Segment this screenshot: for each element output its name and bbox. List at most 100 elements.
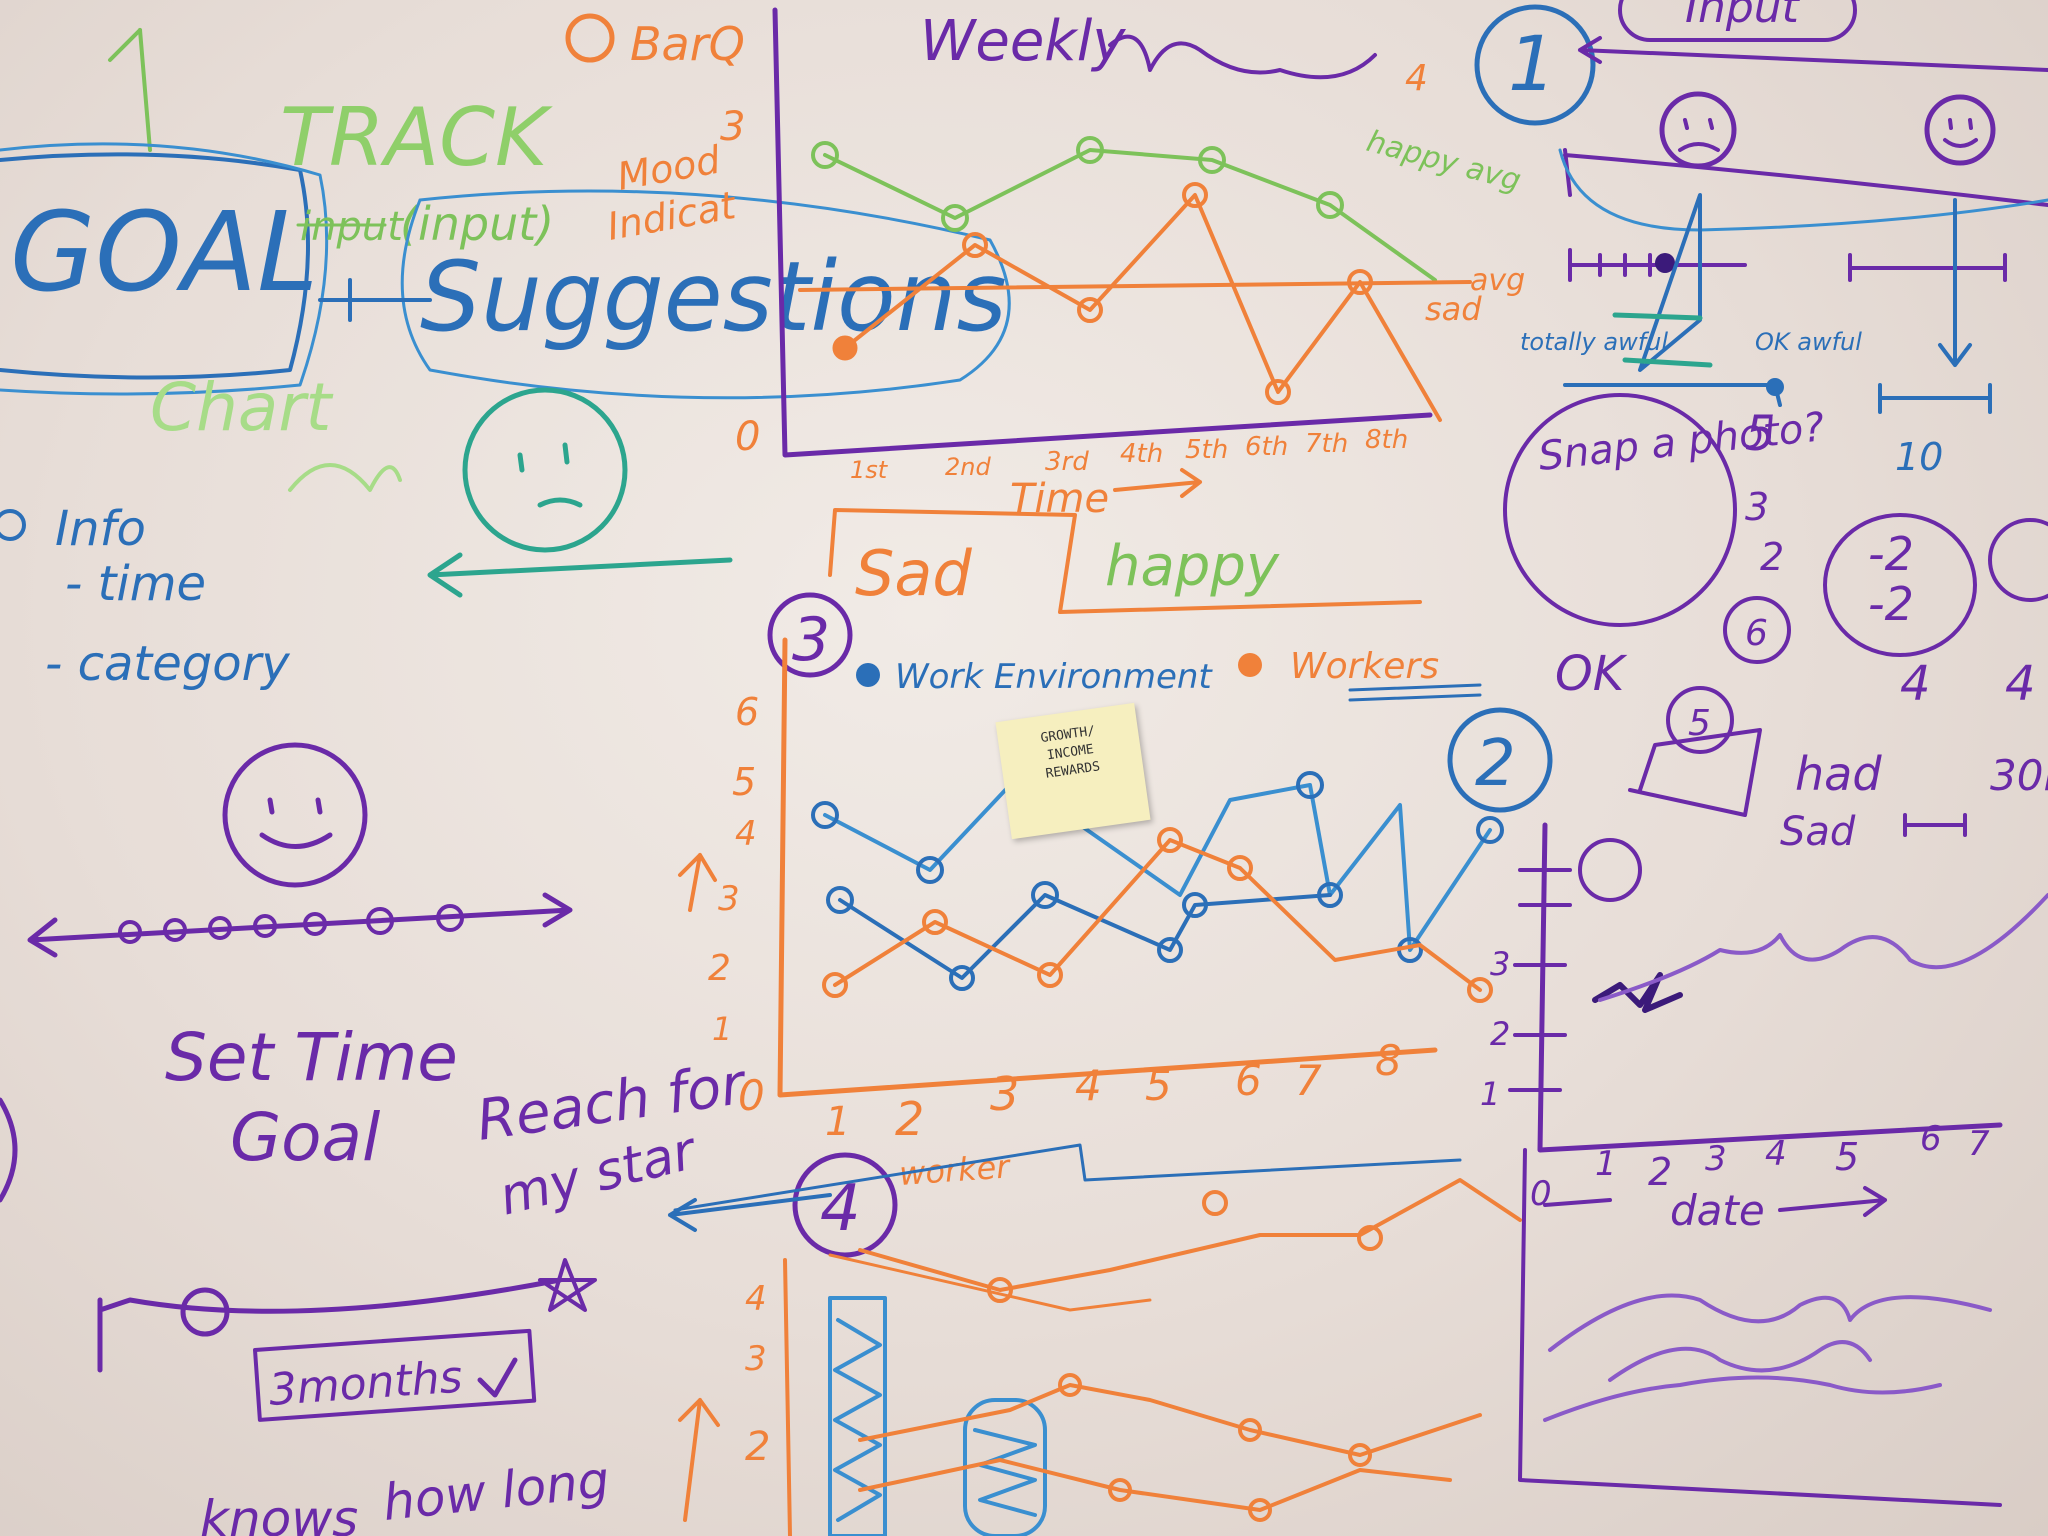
blue-point: [1182, 892, 1208, 918]
step2-marker-circle: [1447, 707, 1553, 813]
chart3-axes: [777, 637, 1438, 1098]
check-icon: [477, 1357, 518, 1398]
x-tick: 1: [825, 1099, 850, 1145]
range-bar: [1878, 383, 1992, 414]
snap-label: Snap a photo?: [1536, 404, 1826, 480]
x-tick: 7: [1295, 1056, 1322, 1105]
x-tick: 8: [1375, 1036, 1402, 1085]
had-label: had: [1795, 747, 1882, 801]
info-label: Info: [55, 501, 146, 557]
green-scribble: [288, 463, 402, 492]
green-series-point: [941, 204, 969, 232]
mood-tabs: Sad happy: [828, 508, 1422, 614]
y-tick: 2: [745, 1424, 770, 1470]
orange-series-point: [962, 232, 988, 258]
snap-bubble: [1503, 393, 1737, 627]
orange-point: [1238, 1418, 1262, 1442]
y-tick: 2: [1490, 1015, 1510, 1053]
happy-face-circle: [1924, 94, 1996, 166]
num-neg2a: -2: [1868, 527, 1914, 581]
mood-outline: [1558, 148, 2048, 232]
mood-scale: [27, 742, 573, 958]
x-tick: 6th: [1245, 432, 1288, 462]
blue-point: [1031, 881, 1059, 909]
time-arrow: [1113, 468, 1202, 498]
green-flag-stroke: [138, 28, 152, 152]
y-tick: 3: [745, 1339, 767, 1379]
goal-bubble-outer: [0, 142, 329, 396]
blue-point: [1296, 771, 1324, 799]
star-icon: [538, 1258, 597, 1312]
neg-bubble-2: [1988, 518, 2048, 602]
scale-dot: [436, 904, 464, 932]
y-up-arrow: [678, 853, 717, 912]
y-tick: 2: [708, 948, 731, 989]
blue-series-top-line: [823, 783, 1492, 952]
wave-line-1: [1548, 1293, 1992, 1352]
legend-dot-orange: [565, 13, 615, 63]
scale-dot: [118, 920, 142, 944]
chart3: 3 Work Environment Workers OK 0 1 2 3 4 …: [678, 592, 1628, 1146]
orange-point: [1058, 1373, 1082, 1397]
orange-series-line: [833, 838, 1482, 992]
suggestions-label: Suggestions: [420, 241, 1007, 353]
y-tick: 3: [1490, 945, 1510, 983]
y-tick-3: 3: [720, 104, 745, 150]
orange-point: [922, 909, 948, 935]
x-tick: 3: [1705, 1139, 1727, 1179]
x-tick-zero: 0: [1530, 1174, 1552, 1214]
scale-dot: [208, 916, 232, 940]
x-tick: 1: [1595, 1144, 1617, 1184]
double-arrow-line: [27, 892, 573, 958]
totally-awful-label: totally awful: [1520, 328, 1668, 356]
orange-point: [1227, 855, 1253, 881]
x-tick: 6: [1920, 1119, 1942, 1159]
info-list: Info - time - category: [0, 501, 733, 692]
blue-point: [949, 965, 975, 991]
legend-dot-orange: [1238, 653, 1262, 677]
scribble-mark: [1592, 972, 1683, 1013]
chart-right: 3 2 1 1 2 3 4 5 6 7 0 date: [1480, 822, 2048, 1507]
input-label: Input: [1685, 0, 1801, 33]
x-tick: 3: [990, 1067, 1019, 1121]
orange-point: [822, 972, 848, 998]
sad-face-features: [517, 442, 583, 508]
blue-down-arrow: [1938, 198, 1972, 367]
orange-series-line: [858, 1178, 1522, 1292]
sad-face-circle: [1659, 91, 1737, 169]
scale-dot: [303, 912, 327, 936]
box-outline: [1628, 728, 1762, 817]
scale-dot: [366, 907, 394, 935]
input-arrow: [1578, 36, 2048, 72]
step-prefix: 4: [1405, 58, 1428, 99]
x-tick: 2: [1648, 1150, 1672, 1194]
knows-label: knows: [200, 1490, 358, 1536]
y-up-arrow: [678, 1398, 720, 1522]
how-long-label: how long: [380, 1451, 612, 1532]
bullet-icon: [0, 509, 26, 541]
chart3-marker-circle: [767, 592, 853, 678]
orange-series-point: [1347, 269, 1373, 295]
y-tick: 6: [735, 690, 759, 734]
orange-point: [1348, 1443, 1372, 1467]
blue-bracket: [1563, 383, 1782, 407]
orange-series-point: [1077, 297, 1103, 323]
orange-series-point: [832, 335, 858, 361]
date-label: date: [1670, 1186, 1765, 1235]
green-series-line: [823, 148, 1437, 282]
x-tick: 2: [895, 1092, 924, 1146]
goal-timeline: [97, 1277, 563, 1373]
y-tick: 1: [1480, 1075, 1500, 1113]
arrow-left-icon: [668, 1193, 832, 1232]
num-4b: 4: [2005, 656, 2036, 712]
chart-label: Chart: [150, 369, 333, 446]
arrow-left-icon: [427, 552, 733, 598]
x-tick: 4th: [1120, 439, 1163, 469]
category-label: - category: [45, 636, 290, 692]
legend-workers: Workers: [1290, 646, 1439, 687]
green-series-point: [1076, 136, 1104, 164]
legend-work-environment: Work Environment: [895, 657, 1213, 697]
goal-small-label: Goal: [230, 1099, 381, 1176]
blue-point: [1476, 816, 1504, 844]
